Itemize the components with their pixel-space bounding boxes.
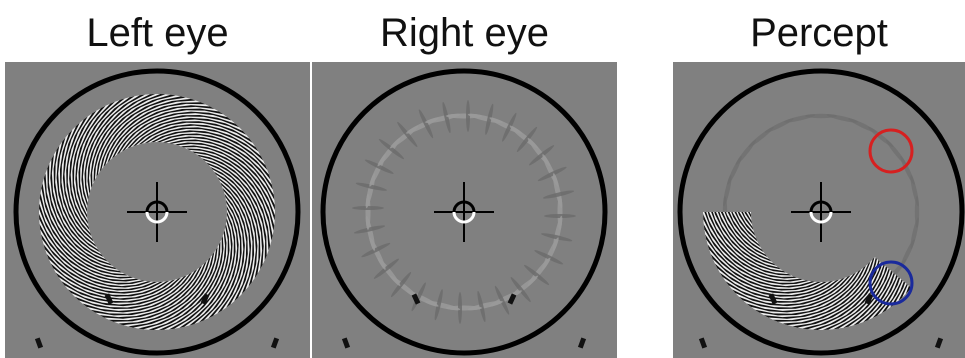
percept-title: Percept xyxy=(673,8,965,58)
right-eye-panel xyxy=(312,62,617,358)
percept-stimulus xyxy=(673,62,965,358)
right-eye-stimulus xyxy=(312,62,617,358)
right-eye-title: Right eye xyxy=(312,8,617,58)
percept-panel xyxy=(673,62,965,358)
left-eye-panel xyxy=(5,62,310,358)
left-eye-title: Left eye xyxy=(5,8,310,58)
left-eye-stimulus xyxy=(5,62,310,358)
